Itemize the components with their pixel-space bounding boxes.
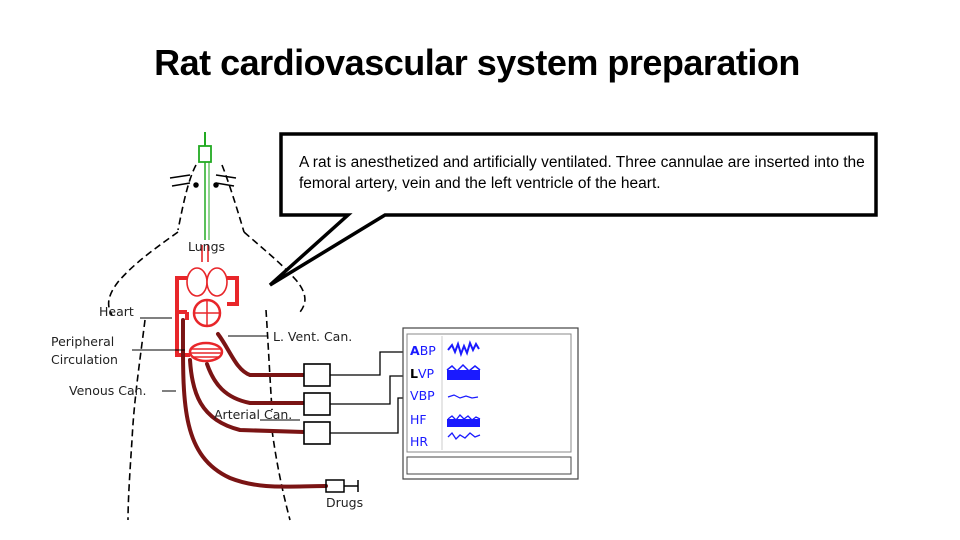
callout-text: A rat is anesthetized and artificially v… [299, 154, 865, 192]
transducer-boxes [303, 363, 331, 445]
channel-hf-prefix: H [410, 412, 419, 427]
label-heart: Heart [99, 304, 134, 319]
channel-lvp-prefix: L [410, 366, 418, 381]
trachea-red [201, 245, 209, 262]
drug-syringe [325, 479, 359, 493]
channel-hr-prefix: H [410, 434, 419, 449]
channel-abp: ABP [410, 343, 436, 358]
channel-lvp-rest: VP [418, 366, 435, 381]
ventilation-tube [198, 132, 212, 240]
channel-hf: HF [410, 412, 427, 427]
heart [192, 298, 222, 328]
channel-hr-rest: R [419, 434, 428, 449]
channel-vbp-rest: BP [419, 388, 436, 403]
label-peripheral-1: Peripheral [51, 334, 114, 349]
label-venous: Venous Can. [69, 383, 147, 398]
label-arterial: Arterial Can. [214, 407, 292, 422]
channel-abp-prefix: A [410, 343, 420, 358]
head-marks [169, 174, 237, 188]
channel-lvp: LVP [410, 366, 435, 381]
callout-box [268, 132, 878, 287]
lungs [186, 267, 228, 297]
label-peripheral-2: Circulation [51, 352, 118, 367]
cannula-tubes [180, 318, 328, 489]
label-drugs: Drugs [326, 495, 363, 510]
label-leaders [132, 317, 300, 421]
peripheral-circulation [188, 341, 224, 363]
monitor-traces [446, 340, 481, 441]
page-title: Rat cardiovascular system preparation [154, 42, 800, 83]
monitor [402, 327, 579, 480]
circulation-loop [175, 276, 239, 314]
channel-hr: HR [410, 434, 428, 449]
signal-wires [330, 351, 406, 434]
rat-body-outline [107, 164, 306, 521]
channel-vbp-prefix: V [410, 388, 419, 403]
channel-vbp: VBP [410, 388, 435, 403]
channel-abp-rest: BP [420, 343, 437, 358]
channel-hf-rest: F [419, 412, 426, 427]
label-lungs: Lungs [188, 239, 225, 254]
label-lvent: L. Vent. Can. [273, 329, 352, 344]
